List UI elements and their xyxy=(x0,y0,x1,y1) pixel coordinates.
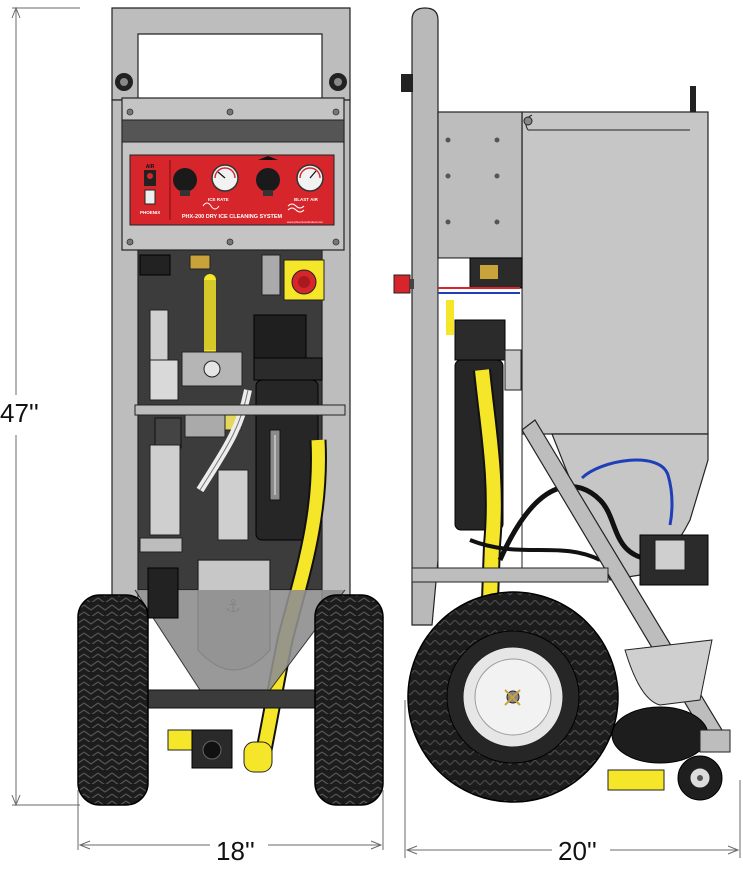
front-view: AIR PHOENIX ICE RATE BLAST AIR xyxy=(77,7,384,806)
side-emergency-stop-icon[interactable] xyxy=(393,274,411,294)
side-view xyxy=(393,7,731,803)
side-blast-hose xyxy=(475,369,501,601)
control-panel: AIR PHOENIX ICE RATE BLAST AIR xyxy=(129,154,335,226)
dimension-lines xyxy=(11,6,741,858)
ice-rate-label: ICE RATE xyxy=(208,197,229,202)
system-name: PHX-200 DRY ICE CLEANING SYSTEM xyxy=(182,214,283,220)
front-right-wheel xyxy=(314,594,384,806)
brand-label: PHOENIX xyxy=(140,210,160,215)
side-hopper-body xyxy=(521,111,709,435)
blast-air-label: BLAST AIR xyxy=(294,197,319,202)
blast-air-knob-icon[interactable] xyxy=(256,168,280,192)
website-label: www.phoenixunlimited.com xyxy=(287,220,324,224)
air-label: AIR xyxy=(146,164,155,170)
front-width-dimension-label: 18'' xyxy=(216,836,255,866)
front-left-wheel xyxy=(77,594,149,806)
height-dimension-label: 47'' xyxy=(0,398,39,428)
side-width-dimension-label: 20'' xyxy=(558,836,597,866)
filter-head xyxy=(253,314,307,360)
side-handle xyxy=(411,7,439,626)
side-upper-plate xyxy=(437,111,523,259)
front-handle xyxy=(111,7,351,101)
ice-rate-knob-icon[interactable] xyxy=(173,168,197,192)
